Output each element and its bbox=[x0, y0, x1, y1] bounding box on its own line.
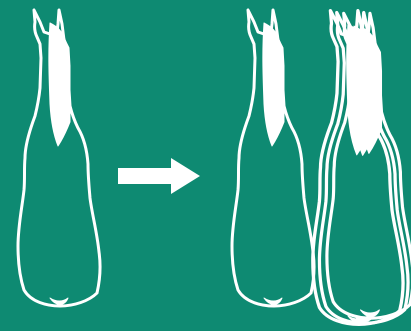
figure-outline-shape bbox=[18, 10, 100, 306]
figure-outline-shape bbox=[232, 10, 314, 306]
figure-after bbox=[232, 10, 314, 306]
figure-before bbox=[18, 10, 100, 306]
right-arrow-icon bbox=[118, 158, 200, 194]
figure-after-with-outer-outlines bbox=[313, 11, 411, 325]
